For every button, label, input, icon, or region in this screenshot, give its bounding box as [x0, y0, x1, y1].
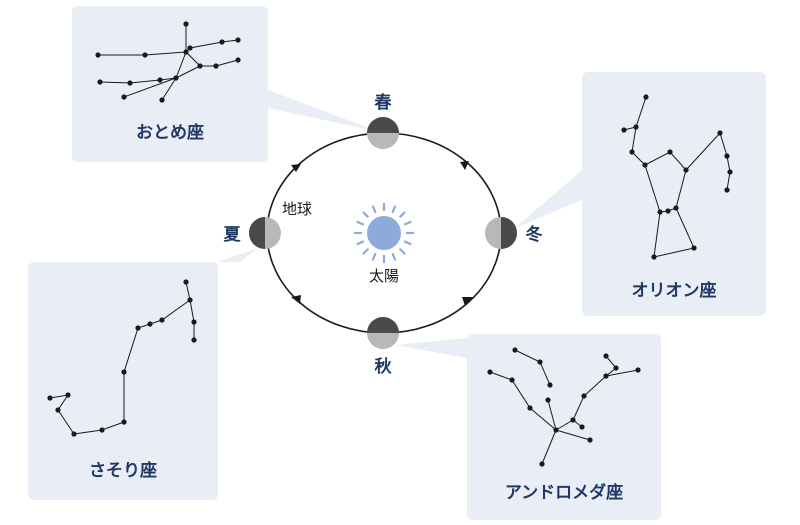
orbit-arrow-lower-left	[291, 295, 301, 304]
andromeda-callout	[395, 338, 467, 358]
orbit-arrow-upper-right	[460, 161, 469, 170]
andromeda-panel	[467, 334, 661, 520]
orion-callout	[515, 170, 582, 228]
virgo-panel	[72, 6, 268, 162]
orbit-arrow-lower-right	[462, 297, 473, 306]
sun-label: 太陽	[369, 267, 399, 285]
orion-constellation	[621, 94, 733, 260]
earth-label: 地球	[282, 200, 312, 218]
scorpius-label: さそり座	[89, 460, 157, 481]
andromeda-label: アンドロメダ座	[505, 482, 623, 503]
season-autumn: 秋	[375, 356, 393, 377]
virgo-constellation	[95, 21, 241, 103]
virgo-callout	[268, 90, 380, 132]
scorpius-panel	[28, 262, 218, 500]
orion-label: オリオン座	[632, 280, 717, 301]
scorpius-callout	[218, 248, 258, 262]
earth-spring-icon	[367, 117, 399, 149]
orion-panel	[582, 72, 766, 316]
season-summer: 夏	[224, 225, 242, 245]
season-winter: 冬	[526, 224, 543, 245]
sun-icon	[353, 202, 415, 264]
orbit-arrow-upper-left	[291, 164, 301, 172]
season-spring: 春	[375, 92, 392, 113]
earth-autumn-icon	[367, 317, 399, 349]
virgo-label: おとめ座	[136, 122, 204, 143]
earth-winter-icon	[485, 217, 517, 249]
scorpius-constellation	[47, 279, 197, 437]
andromeda-constellation	[487, 347, 641, 467]
earth-summer-icon	[249, 217, 281, 249]
